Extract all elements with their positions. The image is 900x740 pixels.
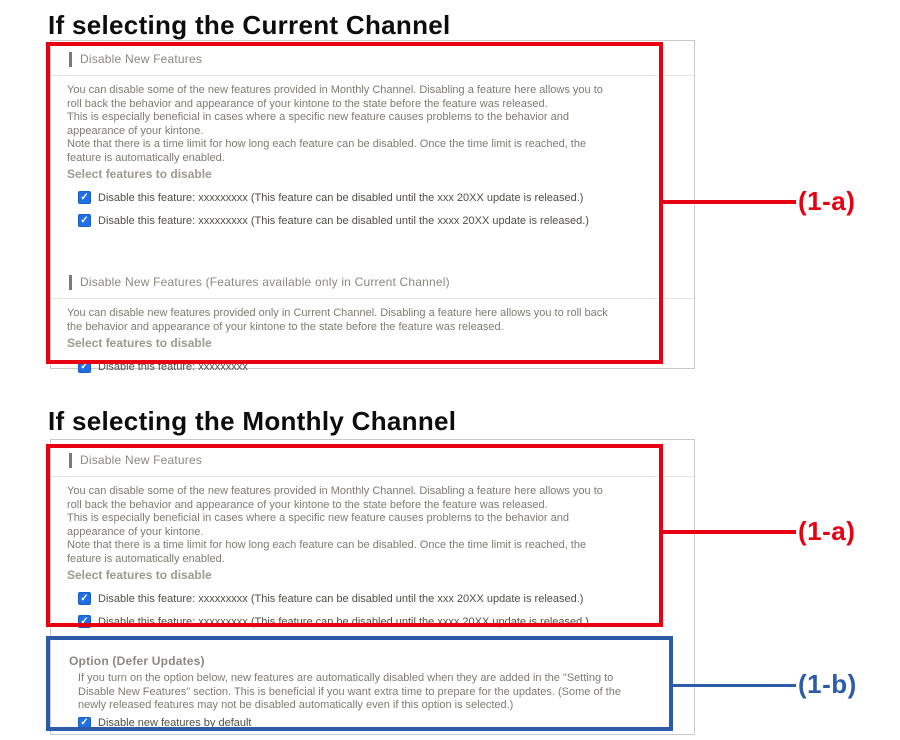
checkbox-label: Disable this feature: xxxxxxxxx (This fe… [98,592,584,605]
checkbox-label: Disable this feature: xxxxxxxxx (This fe… [98,191,584,204]
checkbox-row: ✓ Disable new features by default [78,716,694,731]
checkbox[interactable]: ✓ [78,191,91,204]
section-title: Disable New Features (Features available… [69,275,450,290]
description-paragraph: You can disable some of the new features… [67,485,603,511]
section-header-disable-new-features: Disable New Features [51,440,694,477]
heading-current-channel: If selecting the Current Channel [48,10,451,40]
annotation-line-1a-current [660,200,796,204]
description-paragraph: You can disable some of the new features… [67,84,603,110]
option-description: If you turn on the option below, new fea… [78,672,630,713]
section-description: You can disable some of the new features… [67,84,612,165]
checkbox-label: Disable new features by default [98,717,252,729]
section-header-current-only: Disable New Features (Features available… [51,264,694,299]
checkbox-label: Disable this feature: xxxxxxxxx (This fe… [98,214,589,227]
annotation-box-1a-monthly [46,444,663,627]
select-features-label: Select features to disable [67,568,212,582]
option-defer-updates-title: Option (Defer Updates) [69,654,205,668]
description-paragraph: Note that there is a time limit for how … [67,539,587,565]
callout-label-1a-current: (1-a) [798,186,856,216]
section-title: Disable New Features [69,453,202,468]
section-description: You can disable some of the new features… [67,485,612,566]
checkbox-row: ✓ Disable this feature: xxxxxxxxx (This … [78,591,694,606]
description-paragraph: This is especially beneficial in cases w… [67,111,569,137]
select-features-label: Select features to disable [67,167,212,181]
annotation-box-1b [46,636,673,731]
monthly-channel-panel: Disable New Features You can disable som… [50,439,695,735]
checkbox[interactable]: ✓ [78,214,91,227]
description-paragraph: Note that there is a time limit for how … [67,138,587,164]
select-features-label: Select features to disable [67,336,212,350]
callout-label-1b: (1-b) [798,669,857,699]
section-description: You can disable new features provided on… [67,307,612,334]
checkbox-row: ✓ Disable this feature: xxxxxxxxx (This … [78,190,694,205]
annotation-line-1b [671,684,796,687]
checkbox[interactable]: ✓ [78,592,91,605]
description-paragraph: If you turn on the option below, new fea… [78,672,621,711]
section-header-disable-new-features: Disable New Features [51,41,694,76]
checkbox-row: ✓ Disable this feature: xxxxxxxxx (This … [78,213,694,228]
current-channel-panel: Disable New Features You can disable som… [50,40,695,373]
annotation-box-1a-current [46,42,663,364]
heading-monthly-channel: If selecting the Monthly Channel [48,406,457,436]
description-paragraph: This is especially beneficial in cases w… [67,512,569,538]
annotation-line-1a-monthly [661,530,796,534]
description-paragraph: You can disable new features provided on… [67,307,608,333]
section-title: Disable New Features [69,52,202,67]
callout-label-1a-monthly: (1-a) [798,516,856,546]
